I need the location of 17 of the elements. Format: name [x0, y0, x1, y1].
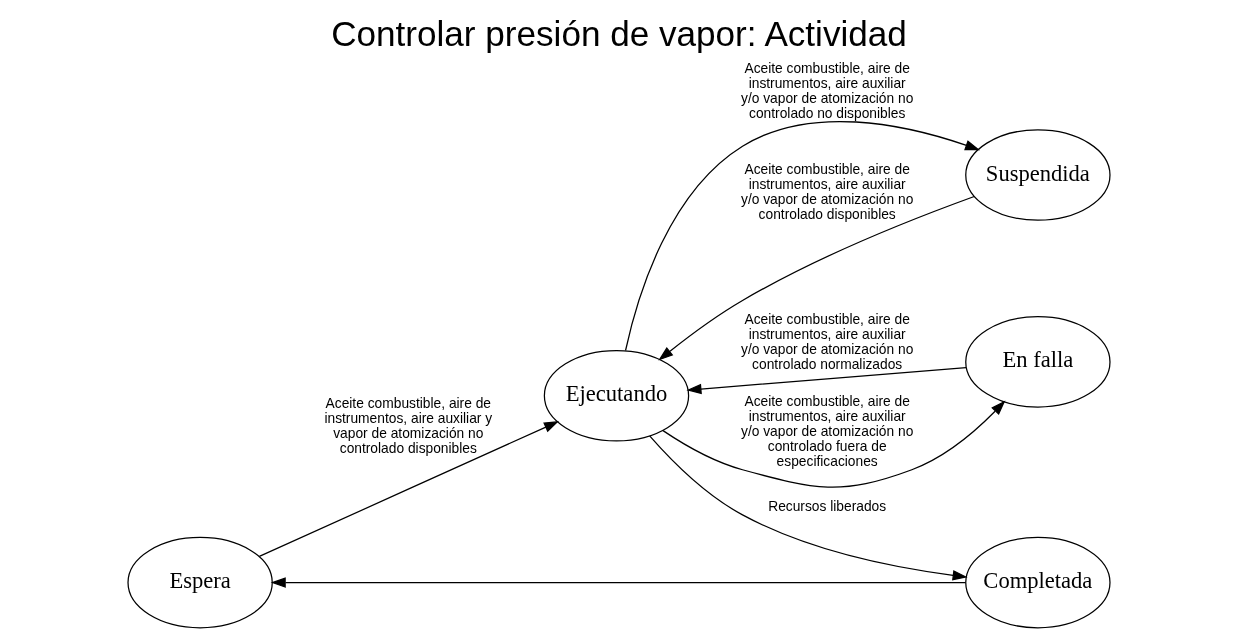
- node-ellipse: Completada: [964, 536, 1111, 629]
- edge-label: Aceite combustible, aire de instrumentos, aire auxiliar y/o vapor de atomización no controlado no disponibles: [740, 61, 913, 122]
- arrow: [624, 120, 980, 352]
- arrow: [661, 400, 1005, 488]
- node-ellipse: Espera: [126, 536, 273, 629]
- edge-label: Aceite combustible, aire de instrumentos, aire auxiliar y/o vapor de atomización no controlado fuera de especificaciones: [740, 393, 913, 469]
- edge-label: Recursos liberados: [767, 498, 886, 514]
- arrow: [657, 195, 975, 361]
- arrow: [270, 577, 966, 588]
- edge-label: Aceite combustible, aire de instrumentos, aire auxiliar y/o vapor de atomización no controlado normalizados: [740, 312, 913, 373]
- arrow: [648, 435, 968, 581]
- arrow: [258, 421, 559, 558]
- edge-label: Aceite combustible, aire de instrumentos, aire auxiliar y vapor de atomización no controlado disponibles: [323, 396, 492, 457]
- node-ellipse: En falla: [964, 316, 1111, 408]
- arrow: [685, 366, 967, 395]
- diagram-title: Controlar presión de vapor: Actividad: [330, 14, 907, 54]
- edge-label: Aceite combustible, aire de instrumentos, aire auxiliar y/o vapor de atomización no controlado disponibles: [740, 161, 913, 222]
